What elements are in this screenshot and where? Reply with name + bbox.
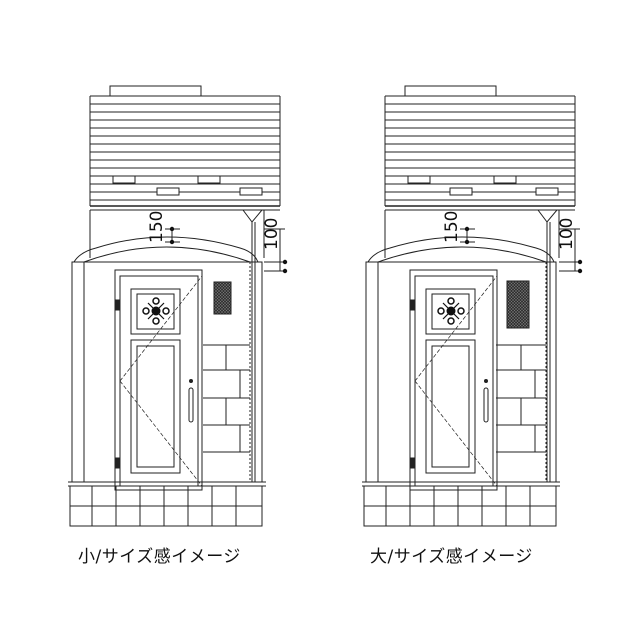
elevation-large: 150 100 [362,85,583,527]
arch-height-dimension: 150 [442,211,462,243]
door-handle [188,387,194,423]
vent [535,187,559,196]
roof-siding [384,95,576,206]
elevation-small: 150 100 [68,85,288,527]
door-window [130,288,181,335]
arch [73,236,259,263]
ridge-cap [109,85,202,97]
vent [197,175,221,184]
roof-siding [89,95,281,206]
door-frame [114,269,203,491]
eave-height-dimension: 100 [262,218,282,250]
vent [156,187,180,196]
vent [239,187,263,196]
arch [367,236,555,263]
downspout-head [537,209,559,223]
downspout-head [242,209,264,223]
entrance-wall [71,261,263,483]
vent [493,175,517,184]
vent [407,175,431,184]
vent [449,187,473,196]
ornamental-grille-icon [437,297,465,325]
eave-height-dimension: 100 [557,218,577,250]
door-panel [425,339,476,474]
door-frame [409,269,498,491]
vent [112,175,136,184]
door-handle [483,387,489,423]
ridge-cap [404,85,497,97]
door-window [425,288,476,335]
mailbox [506,280,530,329]
caption-large-size: 大/サイズ感イメージ [370,547,533,567]
arch-height-dimension: 150 [147,211,167,243]
caption-small-size: 小/サイズ感イメージ [78,547,241,567]
door-panel [130,339,181,474]
ornamental-grille-icon [142,297,170,325]
mailbox [213,281,232,315]
